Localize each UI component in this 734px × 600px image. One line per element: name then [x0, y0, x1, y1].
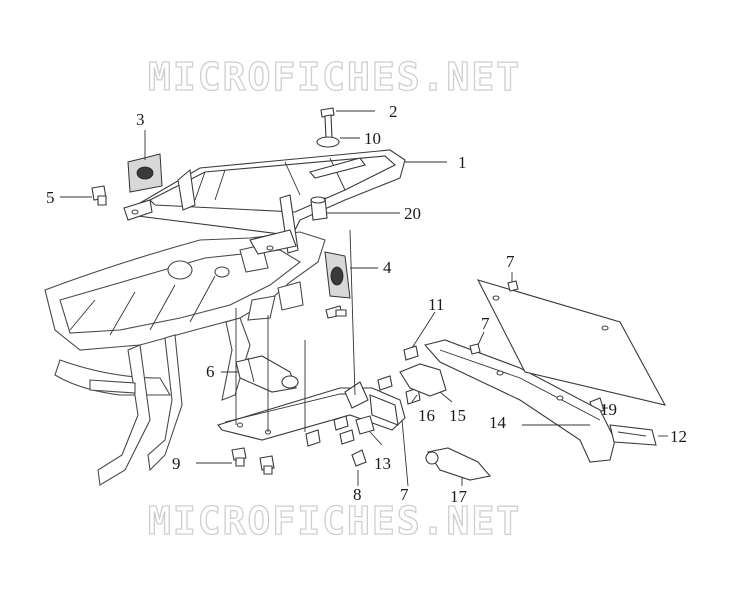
callout-7b: 7 [481, 314, 490, 333]
rack-bolt [320, 107, 335, 140]
watermark-top: MICROFICHES.NET [148, 55, 521, 99]
callout-6: 6 [206, 362, 215, 381]
callout-3: 3 [136, 110, 145, 129]
nut-9b [339, 429, 355, 445]
callout-labels: 3 2 10 1 5 20 4 7 11 7 6 19 16 15 14 12 … [46, 102, 687, 506]
pad-screw [325, 305, 347, 319]
callout-8: 7 [400, 485, 409, 504]
callout-9: 8 [353, 485, 362, 504]
license-plate [476, 279, 667, 406]
callout-19: 19 [600, 400, 617, 419]
fender-bracket [217, 381, 406, 441]
callout-7a: 7 [506, 252, 515, 271]
reflector-16 [399, 363, 447, 397]
chassis-frame [44, 231, 326, 486]
callout-2: 2 [389, 102, 398, 121]
reflector-13 [609, 424, 657, 446]
rubber-pad-4 [324, 251, 351, 299]
callout-18: 17 [450, 487, 468, 506]
leader-lines [60, 110, 668, 487]
callout-12: 11 [428, 295, 444, 314]
bolt-10a [231, 447, 247, 467]
turn-signal-18 [425, 447, 492, 481]
bolt-5 [91, 185, 107, 206]
turn-signal-6 [235, 355, 299, 393]
license-bracket [423, 339, 616, 463]
callout-4: 4 [383, 258, 392, 277]
screw-7a [507, 280, 519, 292]
screw [305, 429, 321, 447]
callout-16: 15 [449, 406, 466, 425]
watermark-bottom: MICROFICHES.NET [148, 499, 521, 543]
clip-17a [377, 375, 393, 391]
callout-1: 1 [458, 153, 467, 172]
callout-5: 5 [46, 188, 55, 207]
luggage-rack [123, 149, 406, 255]
callout-11: 10 [364, 129, 381, 148]
callout-20: 20 [404, 204, 421, 223]
callout-13: 12 [670, 427, 687, 446]
rubber-pad-3 [127, 153, 163, 193]
nut-9a [333, 415, 349, 431]
callout-10: 9 [172, 454, 181, 473]
callout-17: 16 [418, 406, 435, 425]
clip-12 [403, 345, 419, 361]
nut-14 [355, 415, 375, 435]
callout-14: 13 [374, 454, 391, 473]
callout-15: 14 [489, 413, 507, 432]
screw-7b [469, 343, 481, 355]
washer-9 [351, 449, 367, 467]
rack-washer [316, 136, 340, 148]
bolt-10b [259, 455, 275, 475]
